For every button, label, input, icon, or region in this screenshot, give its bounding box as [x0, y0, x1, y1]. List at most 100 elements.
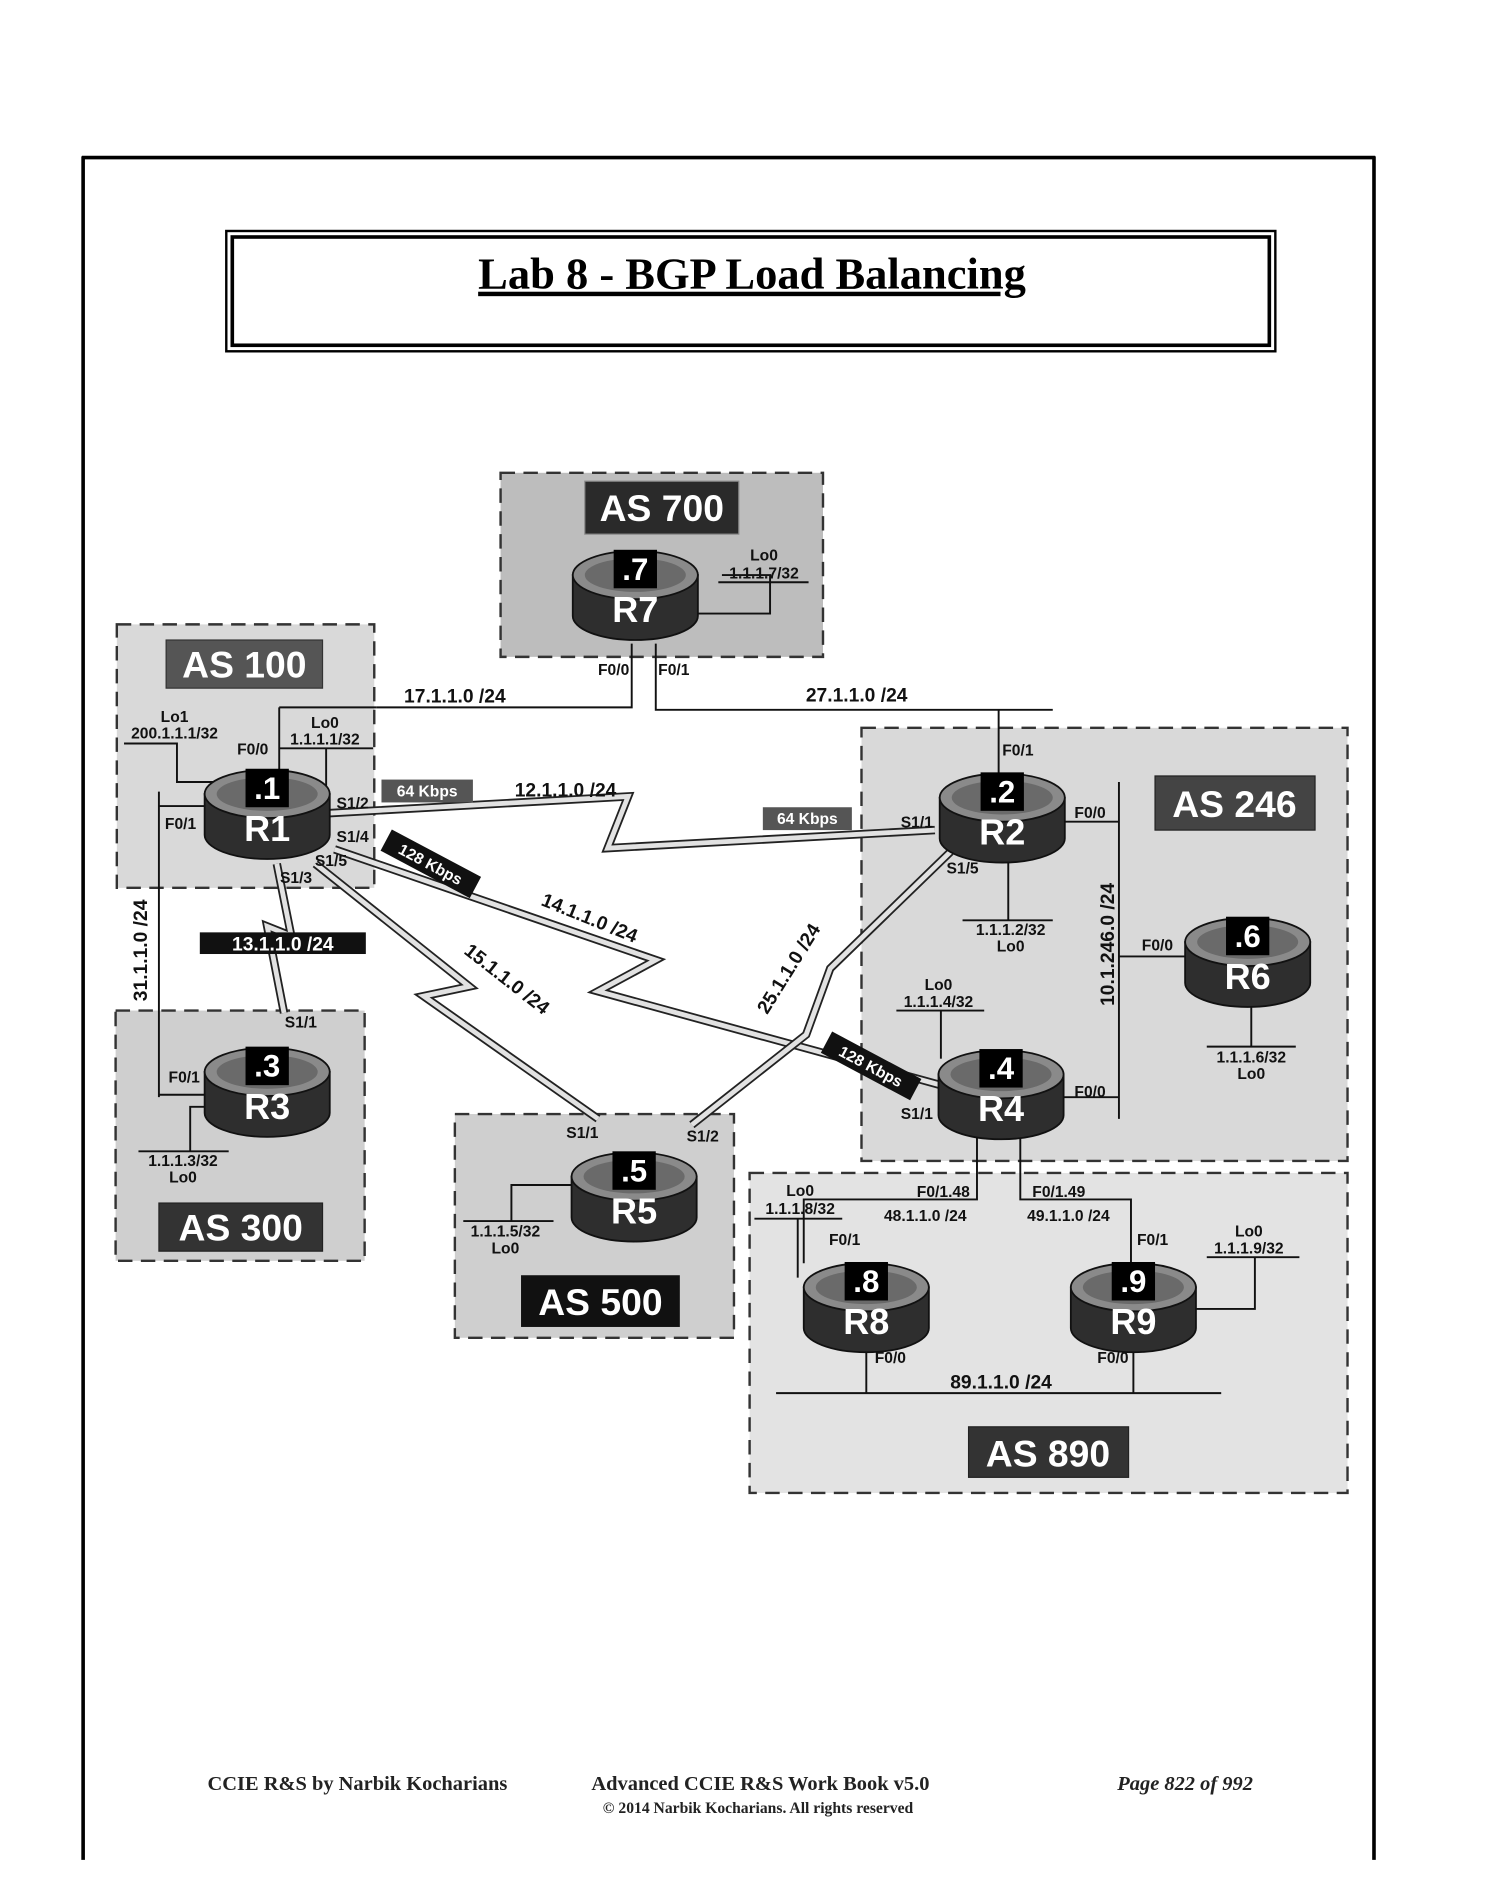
- serial-link-r1-r5: [312, 860, 601, 1123]
- router-r5: .5R5: [570, 1151, 698, 1243]
- footer-page-number: Page 822 of 992: [1116, 1773, 1253, 1795]
- svg-text:S1/5: S1/5: [946, 860, 978, 877]
- svg-text:1.1.1.7/32: 1.1.1.7/32: [729, 566, 799, 583]
- svg-text:Lo1: Lo1: [161, 709, 189, 726]
- svg-text:S1/4: S1/4: [337, 829, 369, 846]
- network-label-27: 27.1.1.0 /24: [806, 685, 908, 706]
- svg-text:S1/1: S1/1: [285, 1014, 317, 1031]
- router-host-id: .5: [621, 1153, 647, 1188]
- as246-label: AS 246: [1154, 775, 1316, 831]
- svg-text:F0/1: F0/1: [1137, 1232, 1169, 1249]
- svg-text:Lo0: Lo0: [750, 548, 778, 565]
- svg-text:S1/2: S1/2: [687, 1129, 719, 1146]
- svg-text:1.1.1.6/32: 1.1.1.6/32: [1217, 1049, 1287, 1066]
- svg-text:Lo0: Lo0: [786, 1183, 814, 1200]
- network-label-17: 17.1.1.0 /24: [404, 687, 506, 708]
- svg-text:Lo0: Lo0: [492, 1241, 520, 1258]
- svg-text:Lo0: Lo0: [1235, 1224, 1263, 1241]
- svg-text:1.1.1.5/32: 1.1.1.5/32: [471, 1224, 541, 1241]
- svg-text:F0/1.49: F0/1.49: [1032, 1184, 1085, 1201]
- svg-text:1.1.1.3/32: 1.1.1.3/32: [148, 1153, 218, 1170]
- router-name: R2: [979, 812, 1025, 853]
- network-label-12: 12.1.1.0 /24: [515, 780, 617, 801]
- as300-label: AS 300: [158, 1202, 324, 1252]
- network-label-49: 49.1.1.0 /24: [1027, 1208, 1110, 1225]
- svg-text:F0/0: F0/0: [1097, 1350, 1129, 1367]
- svg-text:64 Kbps: 64 Kbps: [397, 783, 458, 800]
- svg-text:AS 300: AS 300: [179, 1206, 303, 1248]
- router-name: R3: [244, 1086, 290, 1127]
- svg-text:S1/2: S1/2: [337, 795, 369, 812]
- router-host-box: [612, 1151, 656, 1190]
- svg-text:AS 500: AS 500: [538, 1281, 662, 1323]
- footer-book: Advanced CCIE R&S Work Book v5.0: [591, 1773, 929, 1795]
- network-label-31: 31.1.1.0 /24: [131, 899, 152, 1001]
- svg-text:Lo0: Lo0: [1237, 1066, 1265, 1083]
- router-host-box: [979, 1049, 1023, 1088]
- router-host-id: .2: [989, 774, 1015, 809]
- footer-author: CCIE R&S by Narbik Kocharians: [208, 1773, 508, 1795]
- svg-text:S1/1: S1/1: [901, 1106, 933, 1123]
- router-host-id: .6: [1235, 919, 1261, 954]
- svg-text:F0/0: F0/0: [598, 662, 630, 679]
- router-host-box: [245, 1046, 289, 1086]
- router-name: R9: [1110, 1301, 1156, 1342]
- network-label-246: 10.1.246.0 /24: [1098, 883, 1119, 1006]
- network-label-15: 15.1.1.0 /24: [460, 940, 553, 1019]
- bandwidth-label-r1-r4: 128 Kbps: [380, 829, 482, 899]
- ethernet-links: [124, 574, 1300, 1395]
- serial-link-r1-r3: [261, 862, 297, 1014]
- network-label-89: 89.1.1.0 /24: [950, 1372, 1052, 1393]
- svg-text:AS 700: AS 700: [600, 487, 724, 529]
- svg-text:F0/1: F0/1: [165, 816, 197, 833]
- router-r4: .4R4: [937, 1049, 1065, 1141]
- svg-text:AS 100: AS 100: [182, 643, 306, 685]
- svg-text:1.1.1.9/32: 1.1.1.9/32: [1214, 1241, 1284, 1258]
- network-label-48: 48.1.1.0 /24: [884, 1208, 967, 1225]
- svg-text:Lo0: Lo0: [925, 977, 953, 994]
- svg-text:F0/1: F0/1: [829, 1232, 861, 1249]
- svg-text:Lo0: Lo0: [169, 1170, 197, 1187]
- network-label-13: 13.1.1.0 /24: [199, 932, 366, 955]
- svg-text:F0/0: F0/0: [1074, 805, 1106, 822]
- router-host-id: .1: [254, 771, 280, 806]
- svg-text:AS 246: AS 246: [1172, 783, 1296, 825]
- router-host-box: [1226, 916, 1270, 956]
- interface-labels: F0/0 F0/1 F0/0 F0/1 S1/2 S1/4 S1/5 S1/3 …: [165, 662, 1173, 1367]
- svg-text:1.1.1.4/32: 1.1.1.4/32: [904, 994, 974, 1011]
- router-host-id: .8: [853, 1264, 879, 1299]
- svg-text:200.1.1.1/32: 200.1.1.1/32: [131, 726, 218, 743]
- router-r6: .6R6: [1184, 916, 1312, 1008]
- svg-text:1.1.1.1/32: 1.1.1.1/32: [290, 732, 360, 749]
- router-name: R8: [843, 1301, 889, 1342]
- page-title: Lab 8 - BGP Load Balancing: [478, 249, 1026, 299]
- router-host-box: [844, 1261, 888, 1301]
- page-footer: CCIE R&S by Narbik Kocharians Advanced C…: [208, 1773, 1253, 1817]
- svg-text:F0/1: F0/1: [658, 662, 690, 679]
- router-host-id: .4: [988, 1051, 1015, 1086]
- serial-link-r1-r4: [333, 845, 943, 1090]
- svg-text:S1/1: S1/1: [901, 815, 933, 832]
- as890-label: AS 890: [967, 1426, 1130, 1478]
- svg-text:64 Kbps: 64 Kbps: [777, 811, 838, 828]
- as700-label: AS 700: [584, 480, 740, 535]
- svg-text:Lo0: Lo0: [997, 939, 1025, 956]
- router-r2: .2R2: [938, 772, 1066, 864]
- svg-text:F0/0: F0/0: [1142, 937, 1174, 954]
- footer-copyright: © 2014 Narbik Kocharians. All rights res…: [603, 1800, 914, 1817]
- svg-text:1.1.1.8/32: 1.1.1.8/32: [765, 1201, 835, 1218]
- as500-label: AS 500: [521, 1275, 680, 1327]
- router-r9: .9R9: [1069, 1261, 1197, 1354]
- as100-label: AS 100: [165, 639, 324, 689]
- bandwidth-label-r1-r2: 64 Kbps: [381, 779, 473, 803]
